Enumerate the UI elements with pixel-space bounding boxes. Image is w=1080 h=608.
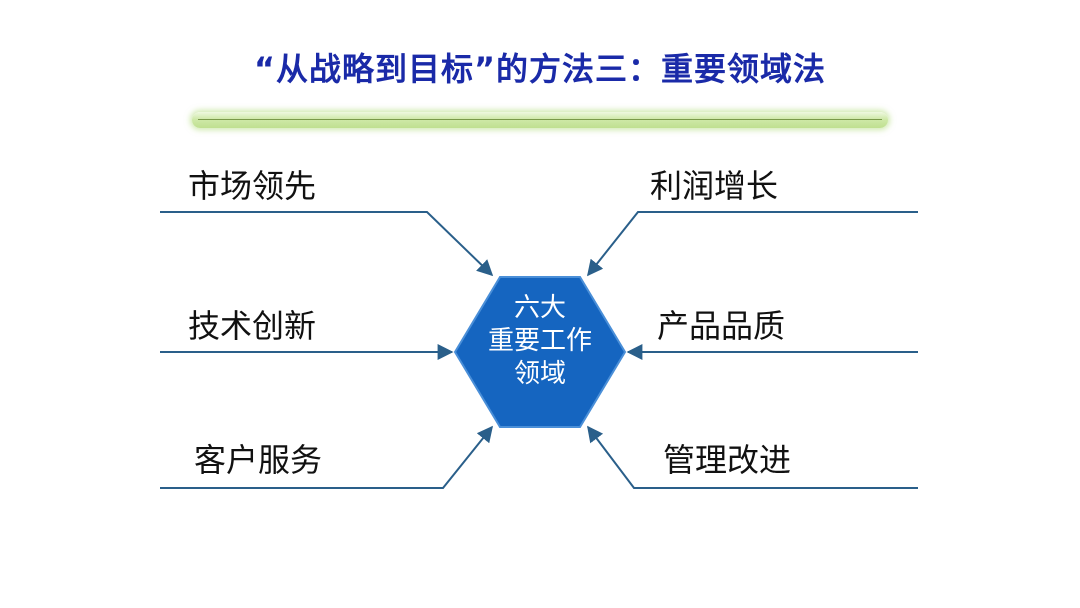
area-label-profit-growth: 利润增长 [650,167,779,205]
area-label-management-improvement: 管理改进 [663,441,792,479]
center-hexagon [453,276,627,428]
area-label-product-quality: 产品品质 [657,307,786,345]
connector-right-top [587,211,918,277]
area-label-market-leadership: 市场领先 [188,167,317,205]
center-label-line-2: 重要工作 [487,326,592,356]
connector-right-bottom [587,425,918,489]
connector-left-top [160,211,494,277]
title-underline-bar [192,112,888,128]
center-label-line-1: 六大 [513,293,566,323]
area-label-tech-innovation: 技术创新 [188,307,317,345]
area-label-customer-service: 客户服务 [194,441,323,479]
center-label-line-3: 领域 [513,359,566,389]
page-title: “从战略到目标”的方法三：重要领域法 [253,50,827,88]
connector-left-bottom [160,425,494,489]
center-hexagon-label: 六大 重要工作 领域 [455,292,625,391]
